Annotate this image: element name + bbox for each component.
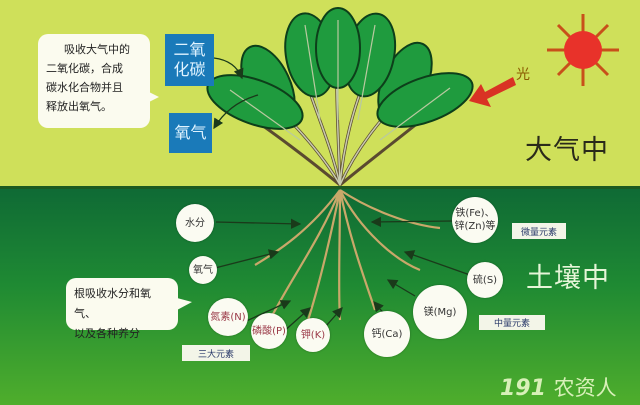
- sun-icon: [547, 14, 619, 86]
- nutrient-line: 铁(Fe)、: [455, 208, 495, 219]
- nutrient-phosphorus: 磷酸(P): [251, 313, 287, 349]
- nutrient-nitrogen: 氮素(N): [208, 298, 248, 336]
- light-arrow-icon: [469, 77, 516, 107]
- root-note: 根吸收水分和氧气、 以及各种养分: [66, 278, 192, 340]
- soil-title: 土壤中: [526, 263, 610, 294]
- nutrient-iron-zinc: 铁(Fe)、锌(Zn)等: [452, 197, 498, 243]
- medium-elements-tag: 中量元素: [479, 315, 545, 330]
- nutrient-oxygen: 氧气: [189, 256, 217, 284]
- nutrient-line: 锌(Zn)等: [454, 221, 496, 232]
- note-line: 释放出氧气。: [46, 100, 112, 113]
- co2-line: 二氧: [173, 40, 206, 59]
- photosynthesis-note: 吸收大气中的 二氧化碳，合成 碳水化合物并且 释放出氧气。: [38, 34, 159, 128]
- note-line: 吸收大气中的: [64, 43, 130, 56]
- nutrient-magnesium: 镁(Mg): [413, 285, 467, 339]
- note-line: 碳水化合物并且: [46, 81, 123, 94]
- note-line: 二氧化碳，合成: [46, 62, 123, 75]
- logo-text: 农资人: [553, 376, 617, 400]
- light-label: 光: [516, 67, 530, 83]
- logo-number: 191: [500, 376, 546, 401]
- note-line: 以及各种养分: [74, 327, 140, 340]
- micro-elements-tag: 微量元素: [512, 223, 566, 239]
- macro-elements-tag: 三大元素: [182, 345, 250, 361]
- co2-box: 二氧化碳: [165, 34, 214, 86]
- atmosphere-title: 大气中: [525, 135, 609, 166]
- nutrient-sulfur: 硫(S): [467, 262, 503, 298]
- nutrient-calcium: 钙(Ca): [364, 311, 410, 357]
- note-line: 根吸收水分和氧气、: [74, 287, 151, 320]
- o2-box: 氧气: [169, 113, 212, 153]
- nutrient-potassium: 钾(K): [296, 318, 330, 352]
- co2-line: 化碳: [173, 60, 206, 79]
- nutrient-water: 水分: [176, 204, 214, 242]
- ground-line: [0, 186, 640, 189]
- watermark-logo: 191 农资人: [500, 372, 617, 402]
